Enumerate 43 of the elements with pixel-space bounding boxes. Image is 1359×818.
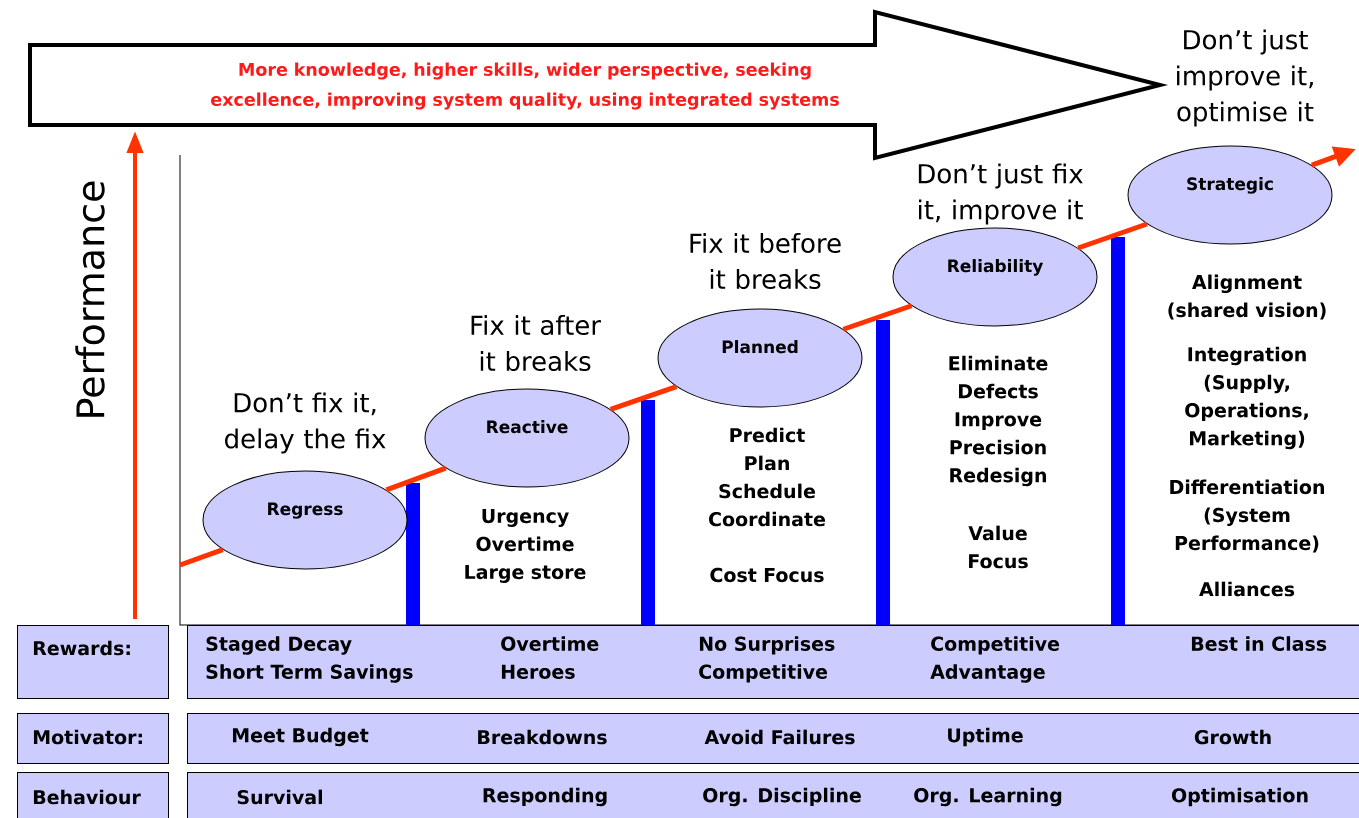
row-entry: Survival [237, 789, 322, 805]
row-heading: Behaviour [17, 772, 169, 818]
trend-line [179, 547, 224, 568]
stage-motto: Fix it after it breaks [471, 314, 601, 372]
practice-text: Predict Plan Schedule Coordinate [709, 427, 825, 527]
row-entry: Overtime Heroes [501, 636, 599, 679]
table-row [187, 625, 1359, 699]
table-row [187, 772, 1359, 818]
table-row [187, 713, 1359, 764]
practice-text: Alignment (shared vision) [1168, 274, 1326, 320]
trend-line [609, 384, 678, 412]
row-entry: Competitive [699, 664, 828, 683]
row-entry: Avoid Failures [704, 729, 855, 745]
stage-motto: Fix it before it breaks [690, 232, 841, 290]
row-heading: Motivator: [17, 713, 169, 764]
practice-text: Value Focus [968, 525, 1028, 569]
practice-text: Eliminate Defects Improve Precision Redesign [949, 355, 1048, 487]
trend-line [842, 303, 913, 332]
row-entry: Optimisation [1171, 787, 1308, 807]
stage-motto: Don’t fix it, delay the fix [225, 392, 386, 454]
stage-motto: Don’t just improve it, optimise it [1177, 29, 1314, 127]
row-entry: Org. Discipline [703, 787, 861, 807]
row-entry: Competitive Advantage [930, 636, 1060, 683]
row-entry: Best in Class [1191, 636, 1327, 651]
practice-text: Differentiation (System Performance) [1170, 479, 1324, 553]
axis-label: Performance [75, 181, 105, 417]
row-entry: Responding [483, 787, 607, 807]
row-heading: Rewards: [17, 625, 169, 699]
row-entry: Breakdowns [478, 729, 607, 745]
practice-text: Urgency Overtime Large store [465, 509, 586, 583]
row-entry: Meet Budget [232, 727, 369, 747]
practice-text: Alliances [1199, 581, 1295, 597]
row-entry: Growth [1194, 729, 1271, 745]
row-entry: Staged Decay [206, 636, 352, 655]
row-entry: Uptime [948, 727, 1023, 747]
trend-line [385, 465, 447, 493]
trend-line [1077, 221, 1148, 251]
practice-text: Integration (Supply, Operations, Marketing) [1185, 346, 1308, 450]
practice-text: Cost Focus [710, 567, 824, 583]
row-entry: Org. Learning [914, 787, 1062, 807]
row-entry: No Surprises [699, 636, 835, 655]
row-entry: Short Term Savings [206, 664, 413, 683]
stage-motto: Don’t just fix it, improve it [918, 163, 1083, 225]
